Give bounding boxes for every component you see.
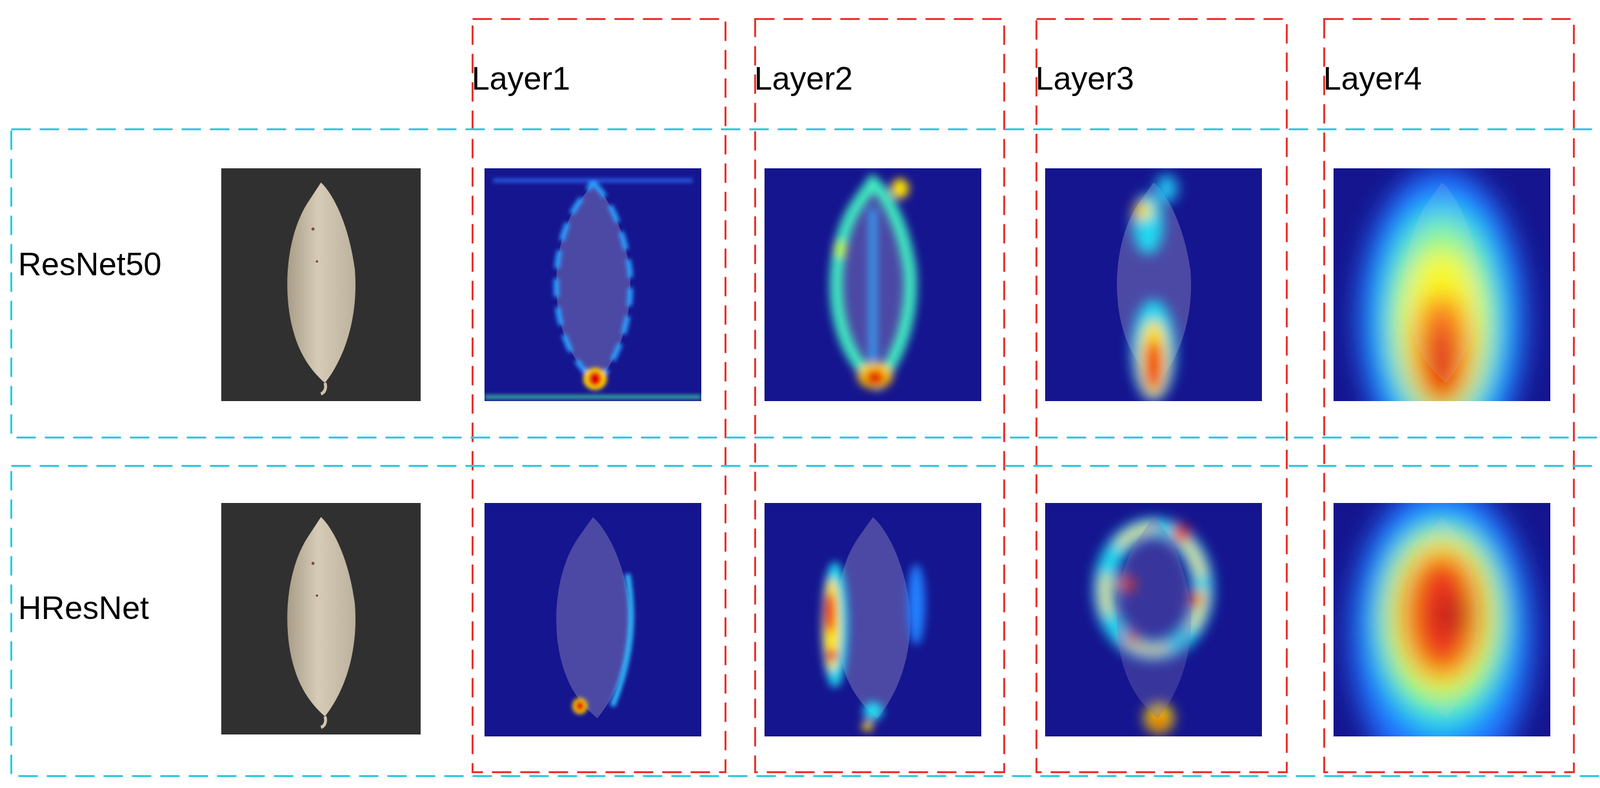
dashed-outline: [1036, 19, 1288, 773]
row-label: ResNet50: [18, 246, 162, 284]
layer-column-box: Layer4: [1323, 18, 1575, 774]
grain-photo: [221, 168, 421, 402]
column-heading: Layer3: [1035, 60, 1135, 99]
dashed-outline: [10, 128, 1600, 439]
row-group-box: HResNet: [10, 465, 1600, 778]
dashed-outline: [1035, 18, 1288, 774]
heatmap: [484, 503, 702, 737]
layer-column-box: Layer3: [1035, 18, 1288, 774]
heatmap: [1045, 503, 1262, 737]
heatmap: [484, 168, 702, 402]
dashed-outline: [472, 19, 726, 773]
heatmap: [1333, 168, 1551, 473]
dashed-outline: [755, 19, 1005, 773]
grain-photo: [221, 503, 421, 735]
layer-column-box: Layer1: [471, 18, 727, 774]
column-heading: Layer2: [754, 60, 853, 99]
dashed-outline: [1324, 19, 1575, 773]
heatmap: [1333, 483, 1551, 788]
column-heading: Layer1: [471, 60, 571, 99]
dashed-outline: [11, 129, 1600, 439]
heatmap: [1045, 168, 1262, 402]
heatmap: [764, 168, 982, 402]
layer-column-box: Layer2: [754, 18, 1006, 774]
dashed-outline: [11, 466, 1600, 777]
dashed-outline: [10, 465, 1600, 778]
heatmap: [764, 503, 982, 737]
row-group-box: ResNet50: [10, 128, 1600, 439]
dashed-outline: [754, 18, 1006, 774]
dashed-outline: [1323, 18, 1575, 774]
column-heading: Layer4: [1323, 60, 1422, 99]
row-label: HResNet: [18, 590, 150, 628]
dashed-outline: [471, 18, 727, 774]
